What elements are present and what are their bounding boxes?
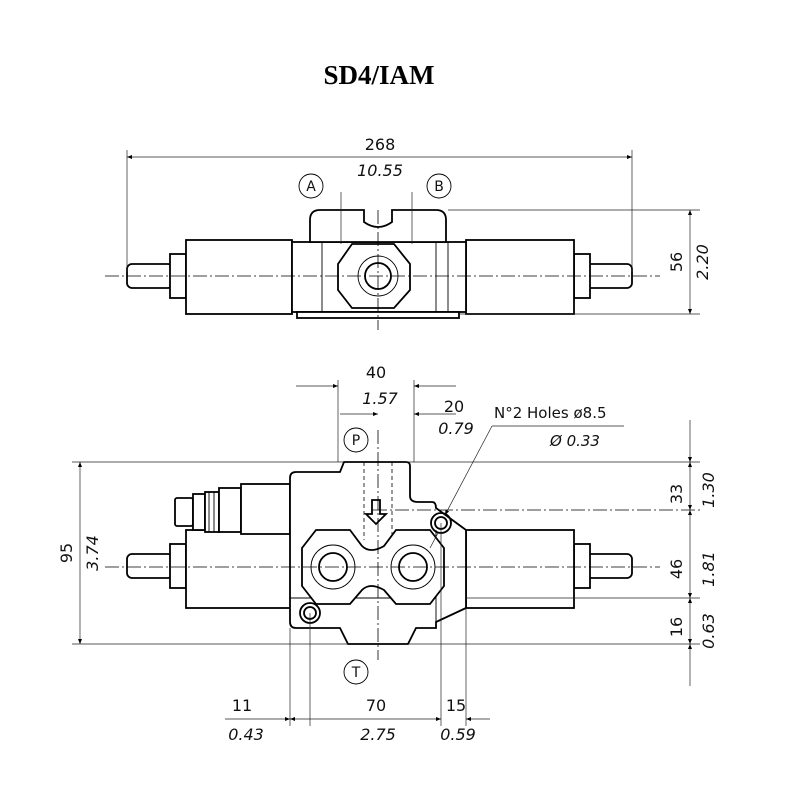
dim-top-height-inch: 2.20 (693, 244, 712, 280)
front-view: P T 40 1.57 20 0.79 N°2 Holes ø8.5 Ø 0.3… (57, 363, 718, 744)
top-view: A B 268 10.55 56 2.20 (105, 135, 712, 330)
dim-hole-offset-inch: 0.79 (438, 419, 474, 438)
dim-right-offset-mm: 15 (446, 696, 466, 715)
dim-port-spacing-mm: 40 (366, 363, 386, 382)
dim-upper-height-mm: 33 (667, 484, 686, 504)
dim-body-height-mm: 95 (57, 543, 76, 563)
dim-hole-spacing-inch: 2.75 (360, 725, 396, 744)
dim-upper-height-inch: 1.30 (699, 472, 718, 508)
port-label-a: A (306, 179, 316, 195)
port-label-t: T (351, 665, 361, 681)
dim-hole-spacing-mm: 70 (366, 696, 386, 715)
dim-port-spacing-inch: 1.57 (362, 389, 398, 408)
dim-lower-height-mm: 16 (667, 617, 686, 637)
dim-left-offset-mm: 11 (232, 696, 252, 715)
dim-top-height-mm: 56 (667, 252, 686, 272)
dim-overall-length-inch: 10.55 (357, 161, 403, 180)
dim-left-offset-inch: 0.43 (228, 725, 264, 744)
drawing-title: SD4/IAM (323, 60, 434, 90)
dim-overall-length-mm: 268 (365, 135, 396, 154)
dim-right-offset-inch: 0.59 (440, 725, 476, 744)
dim-mid-height-mm: 46 (667, 559, 686, 579)
port-label-b: B (434, 179, 444, 195)
port-label-p: P (352, 433, 360, 449)
dim-mid-height-inch: 1.81 (699, 551, 718, 587)
dim-lower-height-inch: 0.63 (699, 613, 718, 649)
holes-note-diameter: Ø 0.33 (549, 432, 600, 450)
dim-hole-offset-mm: 20 (444, 397, 464, 416)
dim-body-height-inch: 3.74 (83, 535, 102, 571)
holes-note-quantity: N°2 Holes ø8.5 (494, 404, 607, 422)
